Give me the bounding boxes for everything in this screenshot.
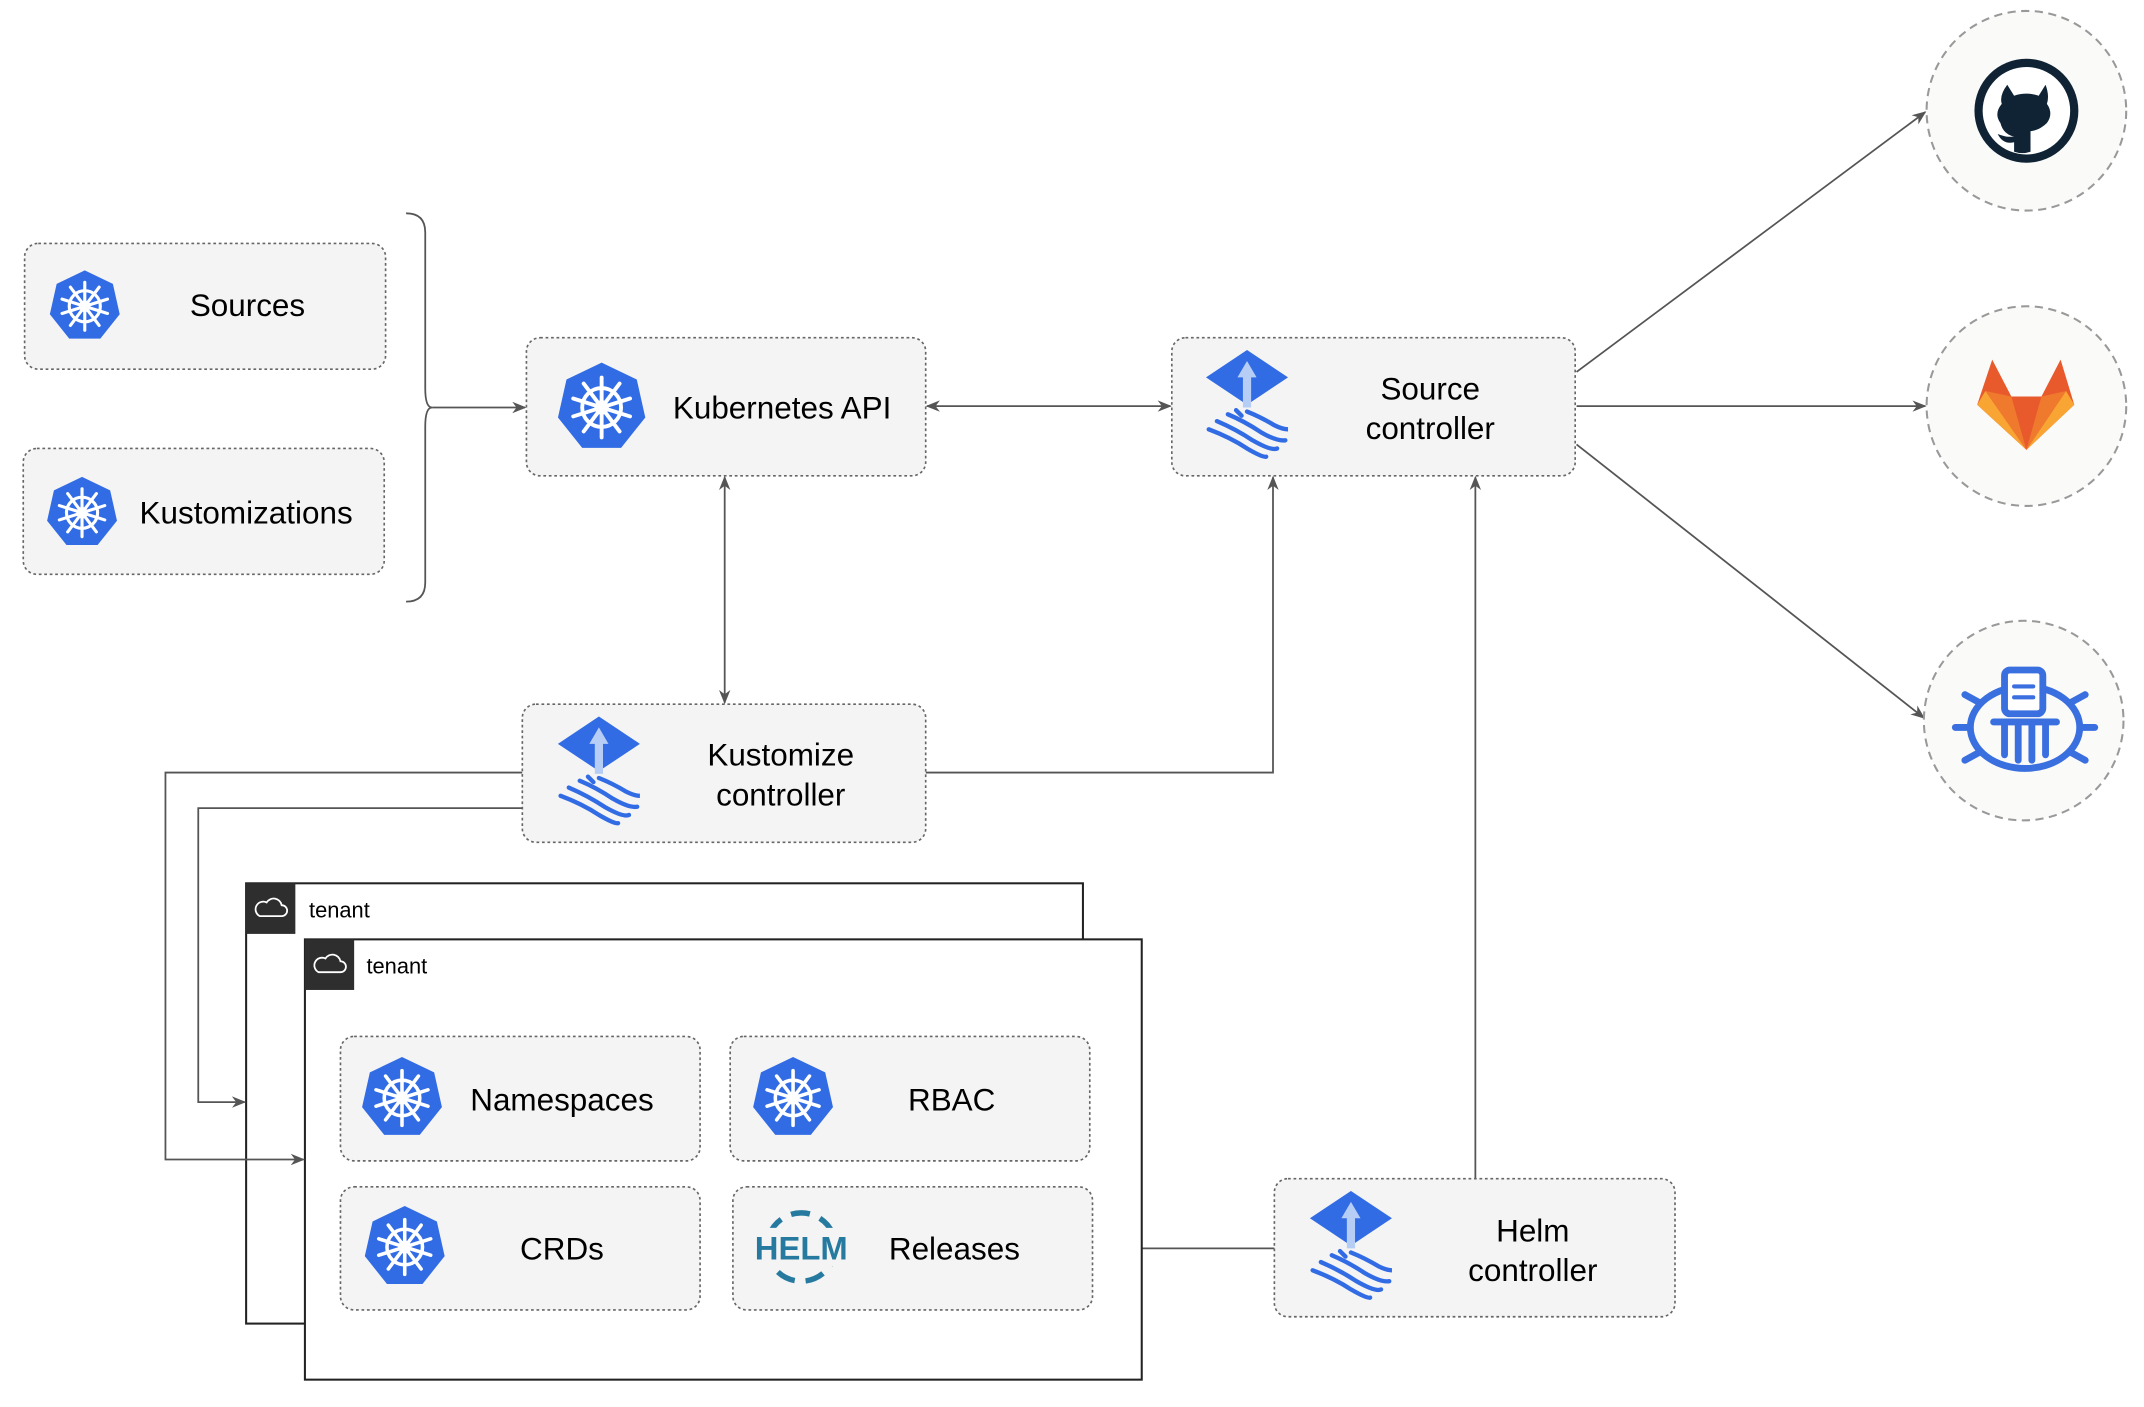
svg-text:RBAC: RBAC (908, 1082, 995, 1117)
svg-text:Helm: Helm (1496, 1214, 1569, 1249)
github-icon (1974, 58, 2079, 163)
svg-text:Namespaces: Namespaces (470, 1082, 653, 1117)
tenant-label: tenant (366, 954, 427, 979)
gitlab-repository[interactable] (1925, 305, 2128, 507)
node-kustomize-controller[interactable]: Kustomize controller (521, 703, 927, 844)
cloud-icon (313, 953, 347, 974)
svg-text:CRDs: CRDs (520, 1231, 604, 1266)
svg-text:Kustomizations: Kustomizations (140, 496, 353, 531)
svg-text:Source: Source (1380, 371, 1480, 406)
helm-icon: HELM (754, 1210, 848, 1284)
gitlab-icon (1977, 359, 2075, 450)
edge-kustomize-to-source-controller (925, 475, 1279, 774)
svg-text:Kustomize: Kustomize (707, 738, 854, 773)
helm-repository-icon (1951, 666, 2099, 772)
node-source-controller[interactable]: Source controller (1170, 336, 1577, 477)
node-namespaces[interactable]: Namespaces (339, 1035, 701, 1162)
node-sources[interactable]: Sources (23, 242, 387, 371)
helm-repository[interactable] (1922, 619, 2125, 822)
grouping-brace (406, 212, 433, 603)
node-kustomizations[interactable]: Kustomizations (22, 447, 386, 576)
edge-source-to-github (1576, 111, 1927, 373)
svg-text:HELM: HELM (755, 1229, 848, 1266)
svg-text:Kubernetes API: Kubernetes API (673, 390, 891, 425)
svg-text:Releases: Releases (889, 1231, 1020, 1266)
github-repository[interactable] (1925, 9, 2128, 212)
tenant-label: tenant (309, 897, 370, 922)
node-kubernetes-api[interactable]: Kubernetes API (525, 336, 927, 477)
svg-text:controller: controller (1468, 1253, 1597, 1288)
edge-kustomize-to-tenant-back (197, 807, 523, 1108)
node-rbac[interactable]: RBAC (729, 1035, 1091, 1162)
svg-text:controller: controller (1366, 411, 1495, 446)
edge-source-to-helm-repository (1576, 443, 1925, 719)
node-helm-controller[interactable]: Helm controller (1273, 1177, 1676, 1318)
svg-text:Sources: Sources (190, 288, 305, 323)
edge-kustomize-to-tenant-front (164, 771, 523, 1166)
node-releases[interactable]: HELM Releases (732, 1186, 1094, 1311)
svg-text:controller: controller (716, 777, 845, 812)
cloud-icon (254, 897, 288, 918)
node-crds[interactable]: CRDs (339, 1186, 701, 1311)
